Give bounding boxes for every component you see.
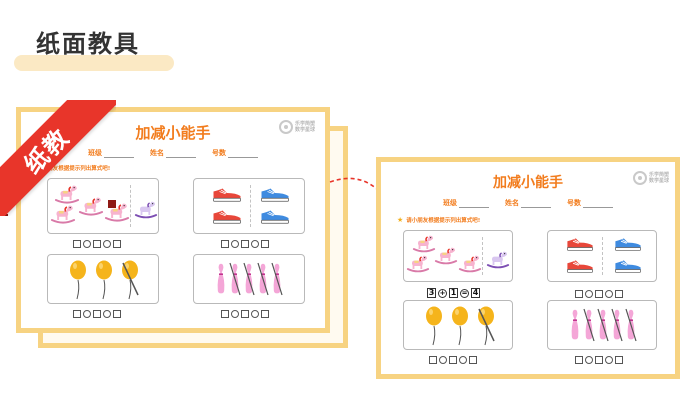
field-name-blank — [166, 150, 196, 158]
sneaker-icon — [614, 237, 642, 251]
logo-icon — [632, 171, 647, 185]
logo-line-2: 数学星球 — [294, 127, 315, 133]
answer-boxes — [575, 290, 623, 298]
panel-divider — [482, 237, 483, 275]
equation-operand-b: 1 — [449, 288, 458, 298]
equation-row: 3 + 1 = 4 — [427, 288, 480, 298]
field-name-label: 姓名 — [505, 199, 519, 207]
logo-line-2: 数学星球 — [648, 178, 669, 184]
field-name-label: 姓名 — [150, 149, 164, 157]
panel-balloons — [47, 254, 159, 304]
logo-icon — [278, 120, 293, 134]
field-class-blank — [459, 200, 489, 208]
rocking-horse-icon — [486, 249, 510, 269]
rocking-horse-icon — [458, 253, 482, 273]
balloon-icon — [68, 260, 88, 300]
rocking-horse-icon — [434, 245, 458, 265]
instruction-label: 请小朋友根据提示列出算式吧! — [406, 218, 481, 224]
sneaker-icon — [566, 259, 594, 273]
worksheet-completed: 加减小能手 乐学简塑 数学星球 班级 姓名 号数 ★ 请小朋友根据提示列出算式吧… — [376, 157, 680, 379]
student-info-line: 班级 姓名 号数 — [381, 198, 675, 208]
cross-out-mark — [478, 308, 495, 342]
panel-divider — [602, 237, 603, 275]
field-class-blank — [104, 150, 134, 158]
bowling-pin-icon — [216, 263, 226, 295]
balloon-icon — [424, 306, 444, 346]
student-info-line: 班级 姓名 号数 — [21, 148, 325, 158]
field-number-blank — [228, 150, 258, 158]
logo-line-1: 乐学简塑 — [294, 121, 315, 127]
rocking-horse-icon — [412, 233, 436, 253]
bowling-pin-icon — [570, 309, 580, 341]
answer-boxes — [575, 356, 623, 364]
worksheet-title: 加减小能手 — [493, 175, 563, 191]
brand-logo: 乐学简塑 数学星球 — [632, 171, 669, 185]
answer-boxes — [221, 310, 269, 318]
panel-shoes — [547, 230, 657, 282]
balloon-icon — [450, 306, 470, 346]
star-icon: ★ — [397, 216, 404, 224]
cross-out-mark — [583, 308, 637, 342]
answer-boxes — [73, 240, 121, 248]
sneaker-icon — [212, 187, 242, 202]
panel-horses — [47, 178, 159, 234]
panel-balloons — [403, 300, 513, 350]
cross-out-mark — [229, 262, 283, 296]
cross-out-mark — [122, 262, 139, 296]
field-name-blank — [521, 200, 551, 208]
answer-boxes — [429, 356, 477, 364]
equation-result: 4 — [471, 288, 480, 298]
sneaker-icon — [614, 259, 642, 273]
sneaker-icon — [566, 237, 594, 251]
instruction-text: ★ 请小朋友根据提示列出算式吧! — [397, 216, 480, 224]
rocking-horse-icon — [134, 199, 158, 219]
sneaker-icon — [260, 187, 290, 202]
header-highlight — [14, 55, 174, 71]
equation-equals: = — [460, 288, 469, 298]
instruction-label: 请小朋友根据提示列出算式吧! — [36, 166, 111, 172]
ribbon-label: 纸教 — [0, 100, 116, 216]
corner-ribbon: 纸教 — [0, 100, 116, 216]
field-number-blank — [583, 200, 613, 208]
logo-line-1: 乐学简塑 — [648, 172, 669, 178]
answer-boxes — [221, 240, 269, 248]
sneaker-icon — [212, 209, 242, 224]
equation-operand-a: 3 — [427, 288, 436, 298]
rocking-horse-icon — [406, 253, 430, 273]
field-number-label: 号数 — [212, 149, 226, 157]
panel-horses — [403, 230, 513, 282]
field-number-label: 号数 — [567, 199, 581, 207]
sneaker-icon — [260, 209, 290, 224]
balloon-icon — [94, 260, 114, 300]
panel-divider — [250, 185, 251, 227]
worksheet-title: 加减小能手 — [135, 124, 211, 142]
panel-divider — [130, 185, 131, 227]
brand-logo: 乐学简塑 数学星球 — [278, 120, 315, 134]
field-class-label: 班级 — [443, 199, 457, 207]
page-title: 纸面教具 — [36, 30, 140, 58]
answer-boxes — [73, 310, 121, 318]
ribbon-fold — [108, 200, 116, 208]
panel-bowling-pins — [547, 300, 657, 350]
panel-shoes — [193, 178, 305, 234]
equation-plus: + — [438, 288, 447, 298]
panel-bowling-pins — [193, 254, 305, 304]
field-class-label: 班级 — [88, 149, 102, 157]
